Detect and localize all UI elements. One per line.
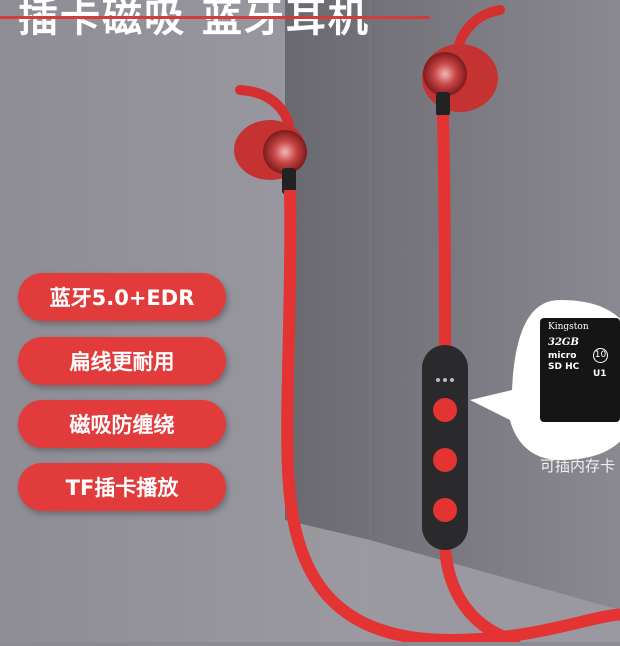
sd-card xyxy=(540,318,620,422)
right-wall xyxy=(285,0,620,642)
sd-uhs: U1 xyxy=(593,369,607,379)
floor xyxy=(370,540,620,642)
feature-flat-cable: 扁线更耐用 xyxy=(18,337,226,385)
play-pause-button xyxy=(433,448,457,472)
feature-bluetooth: 蓝牙5.0+EDR xyxy=(18,273,226,321)
remote-control xyxy=(422,345,468,550)
sd-caption: 可插内存卡 xyxy=(540,457,616,475)
right-cable-lower xyxy=(439,544,522,646)
sd-format: micro SD HC xyxy=(548,351,580,372)
right-cable-upper xyxy=(437,114,451,351)
sd-speed-class: 10 xyxy=(593,348,608,363)
feature-magnetic: 磁吸防缠绕 xyxy=(18,400,226,448)
page-title: 插卡磁吸 蓝牙耳机 xyxy=(18,0,370,41)
sd-brand: Kingston xyxy=(548,322,589,332)
volume-down-button xyxy=(433,498,457,522)
left-cable xyxy=(281,189,620,646)
right-earbud-cap xyxy=(423,52,467,96)
feature-tf-card: TF插卡播放 xyxy=(18,463,226,511)
title-strike-line xyxy=(0,16,430,19)
volume-up-button xyxy=(433,398,457,422)
right-earbud-stem xyxy=(436,92,450,116)
left-earbud-stem xyxy=(282,168,296,194)
sd-capacity: 32GB xyxy=(548,337,579,348)
left-earbud-cap xyxy=(263,130,307,174)
